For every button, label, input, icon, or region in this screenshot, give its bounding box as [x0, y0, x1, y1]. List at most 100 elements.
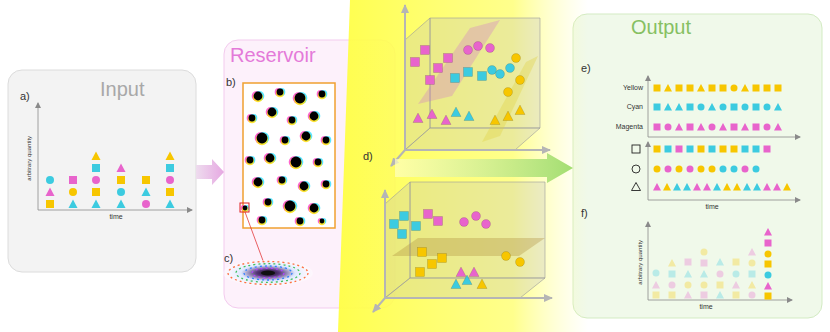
data-symbol	[117, 188, 125, 196]
data-symbol	[763, 183, 771, 191]
blob-fringe	[315, 158, 323, 166]
data-symbol	[416, 268, 425, 277]
microscope-image-frame	[243, 83, 335, 228]
data-symbol	[390, 220, 399, 229]
data-symbol	[424, 210, 433, 219]
data-symbol	[741, 123, 749, 131]
blob-fringe	[289, 116, 297, 124]
blob-fringe	[288, 117, 296, 125]
data-symbol	[166, 164, 174, 172]
data-symbol	[701, 292, 708, 299]
panel: Output	[573, 14, 822, 318]
data-symbol	[166, 188, 174, 196]
blob	[259, 217, 266, 224]
data-symbol	[69, 176, 77, 184]
output-chart-axes-part	[648, 142, 649, 200]
data-symbol	[653, 292, 660, 299]
output-chart-axes-part	[648, 200, 800, 201]
data-symbol	[496, 70, 505, 79]
skyrmion-part	[223, 260, 313, 286]
data-symbol	[703, 183, 711, 191]
data-symbol	[701, 249, 708, 256]
feature-space-top-part-part	[404, 5, 406, 150]
blob-fringe	[309, 204, 319, 214]
data-symbol	[653, 270, 660, 277]
blob	[315, 159, 322, 166]
data-symbol	[675, 123, 683, 131]
shape-markers	[632, 145, 641, 191]
blob-fringe	[297, 217, 305, 225]
panel-heading: Output	[631, 16, 691, 39]
data-symbol	[709, 166, 716, 173]
data-symbol	[669, 271, 676, 278]
data-symbol	[774, 103, 782, 111]
data-symbol	[669, 292, 676, 299]
data-symbol	[663, 183, 671, 191]
blob-fringe	[279, 176, 287, 184]
light-beam	[338, 0, 588, 332]
data-symbol	[665, 124, 672, 131]
data-symbol	[700, 270, 708, 278]
blob	[243, 206, 248, 211]
feature-space-bottom-part	[410, 182, 545, 278]
data-symbol	[486, 44, 495, 53]
blob-fringe	[321, 180, 329, 188]
data-symbol	[412, 222, 421, 231]
panel-letter: b)	[226, 76, 236, 88]
axis-label: time	[699, 303, 712, 311]
blob	[249, 115, 256, 122]
data-symbol	[421, 46, 430, 55]
data-symbol	[731, 124, 738, 131]
data-symbol	[117, 200, 126, 209]
blob	[268, 108, 277, 117]
data-symbol	[502, 252, 511, 261]
data-symbol	[713, 183, 721, 191]
shape-markers-part	[632, 165, 640, 173]
data-symbol	[698, 104, 705, 111]
data-symbol	[717, 271, 724, 278]
blob-fringe	[296, 218, 304, 226]
data-symbol	[749, 260, 756, 267]
data-symbol	[675, 103, 683, 111]
data-symbol	[451, 74, 460, 83]
data-symbol	[441, 115, 451, 125]
data-symbol	[753, 104, 760, 111]
data-symbol	[46, 176, 54, 184]
blob-fringe	[265, 154, 275, 164]
blob-fringe	[247, 114, 255, 122]
blob-fringe	[253, 178, 263, 188]
data-symbol	[676, 166, 683, 173]
data-symbol	[716, 291, 724, 299]
blob	[295, 93, 306, 104]
blob-fringe	[284, 201, 296, 213]
data-symbol	[478, 72, 487, 81]
panel-letter: c)	[224, 252, 233, 264]
blob	[282, 137, 289, 144]
data-symbol	[720, 146, 727, 153]
data-symbol	[732, 281, 740, 289]
data-symbol	[753, 183, 761, 191]
data-symbol	[444, 54, 453, 63]
data-symbol	[765, 293, 772, 300]
data-symbol	[490, 115, 500, 125]
data-symbol	[697, 84, 705, 92]
data-symbol	[69, 200, 78, 209]
blob-fringe	[281, 137, 289, 145]
data-symbol	[654, 124, 661, 131]
shape-markers-part	[632, 145, 640, 153]
data-symbol	[687, 104, 694, 111]
data-symbol	[693, 183, 701, 191]
row-label: Cyan	[627, 103, 643, 111]
output-chart-axes-part	[648, 222, 649, 300]
output-symbols	[652, 84, 791, 300]
data-symbol	[142, 188, 151, 197]
data-symbol	[773, 183, 781, 191]
data-symbol	[438, 254, 447, 263]
data-symbol	[665, 146, 672, 153]
data-symbol	[512, 54, 521, 63]
feature-space-bottom-part-part	[373, 298, 385, 312]
feature-space-top-part	[405, 128, 540, 150]
axis-label: time	[109, 213, 122, 221]
flow-arrow	[395, 153, 573, 183]
